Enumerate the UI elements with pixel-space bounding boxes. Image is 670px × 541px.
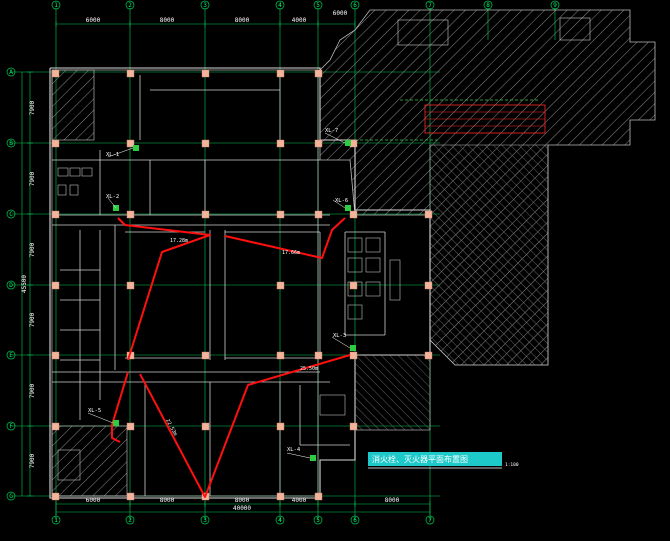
- coverage-path-b: [224, 217, 346, 259]
- axis-col-5: 5: [316, 2, 320, 9]
- coverage-length-d: 25.50m: [300, 366, 318, 372]
- title-block: 消火栓、灭火器平面布置图 1:100: [368, 452, 519, 469]
- coverage-paths: [111, 217, 351, 498]
- hydrant-label-xl-2: XL-2: [106, 194, 119, 200]
- axis-col-4: 4: [278, 2, 282, 9]
- hydrant-label-xl-1: XL-1: [106, 152, 119, 158]
- dim-bottom-2: 8000: [160, 497, 175, 504]
- dim-bottom-total: 40000: [233, 505, 251, 512]
- axis-col-6-bottom: 6: [353, 517, 357, 524]
- fixtures: [57, 167, 401, 481]
- scale-text: 1:100: [505, 462, 519, 468]
- axis-col-5-bottom: 5: [316, 517, 320, 524]
- axis-row-a: A: [9, 69, 13, 76]
- axis-col-1-bottom: 1: [54, 517, 58, 524]
- top-dimension-line: [55, 21, 356, 27]
- coverage-path-a: [117, 217, 211, 361]
- dimension-text: 6000 8000 8000 4000 6000 6000 8000 8000 …: [86, 10, 400, 512]
- axis-row-e: E: [9, 352, 13, 359]
- axis-col-6: 6: [353, 2, 357, 9]
- dim-bottom-3: 8000: [235, 497, 250, 504]
- interior-walls: [52, 75, 386, 496]
- dim-top-3: 8000: [235, 17, 250, 24]
- dim-bottom-5: 8000: [385, 497, 400, 504]
- hydrant-label-xl-4: XL-4: [287, 447, 301, 453]
- dim-bottom-1: 6000: [86, 497, 101, 504]
- axis-col-1: 1: [54, 2, 58, 9]
- hydrant-label-xl-3: XL-3: [333, 333, 346, 339]
- coverage-path-c: [111, 371, 129, 443]
- title-text: 消火栓、灭火器平面布置图: [372, 454, 468, 464]
- left-dimension-text: 7900 7900 7900 7900 7900 7900 45500: [21, 100, 36, 468]
- adjacent-building-hatched: [319, 9, 656, 366]
- hydrant-leaders: [87, 132, 351, 459]
- axis-row-g: G: [9, 493, 13, 500]
- dim-left-4: 7900: [29, 312, 36, 327]
- dim-left-5: 7900: [29, 383, 36, 398]
- hydrant-label-xl-7: XL-7: [325, 128, 338, 134]
- axis-col-3-bottom: 3: [203, 517, 207, 524]
- dim-top-1: 6000: [86, 17, 101, 24]
- dim-top-4: 4000: [292, 17, 307, 24]
- axis-col-7: 7: [428, 2, 432, 9]
- bottom-dimension-line: [55, 501, 431, 515]
- axis-col-4-bottom: 4: [278, 517, 282, 524]
- left-dimension-line: [21, 71, 33, 497]
- dim-left-total: 45500: [21, 275, 28, 293]
- stair-south-west: [51, 425, 128, 497]
- axis-col-2-bottom: 2: [128, 517, 132, 524]
- axis-col-3: 3: [203, 2, 207, 9]
- dim-left-2: 7900: [29, 171, 36, 186]
- axis-bubbles: [6, 0, 560, 525]
- axis-row-c: C: [9, 211, 13, 218]
- coverage-path-d: [139, 354, 351, 498]
- axis-col-2: 2: [128, 2, 132, 9]
- dim-top-5: 6000: [333, 10, 348, 17]
- coverage-length-b: 17.66m: [282, 250, 300, 256]
- axis-col-9: 9: [553, 2, 557, 9]
- axis-col-7-bottom: 7: [428, 517, 432, 524]
- axis-row-f: F: [9, 423, 13, 430]
- axis-row-b: B: [9, 140, 13, 147]
- axis-row-d: D: [9, 282, 13, 289]
- dim-top-2: 8000: [160, 17, 175, 24]
- hydrant-label-xl-5: XL-5: [88, 408, 101, 414]
- axis-labels: 1 2 3 4 5 6 7 8 9 1 2 3 4 5 6 7 A B C D …: [9, 2, 557, 524]
- stair-east: [354, 354, 431, 431]
- dim-bottom-4: 4000: [292, 497, 307, 504]
- axis-col-8: 8: [486, 2, 490, 9]
- stair-north-west: [51, 69, 95, 141]
- dim-left-3: 7900: [29, 242, 36, 257]
- title-bar: [368, 452, 502, 466]
- dim-left-6: 7900: [29, 453, 36, 468]
- coverage-length-a: 17.28m: [170, 238, 188, 244]
- hydrant-label-xl-6: XL-6: [335, 198, 348, 204]
- dim-left-1: 7900: [29, 100, 36, 115]
- hydrant-labels: XL-1 XL-2 XL-3 XL-4 XL-5 XL-6 XL-7: [88, 128, 348, 453]
